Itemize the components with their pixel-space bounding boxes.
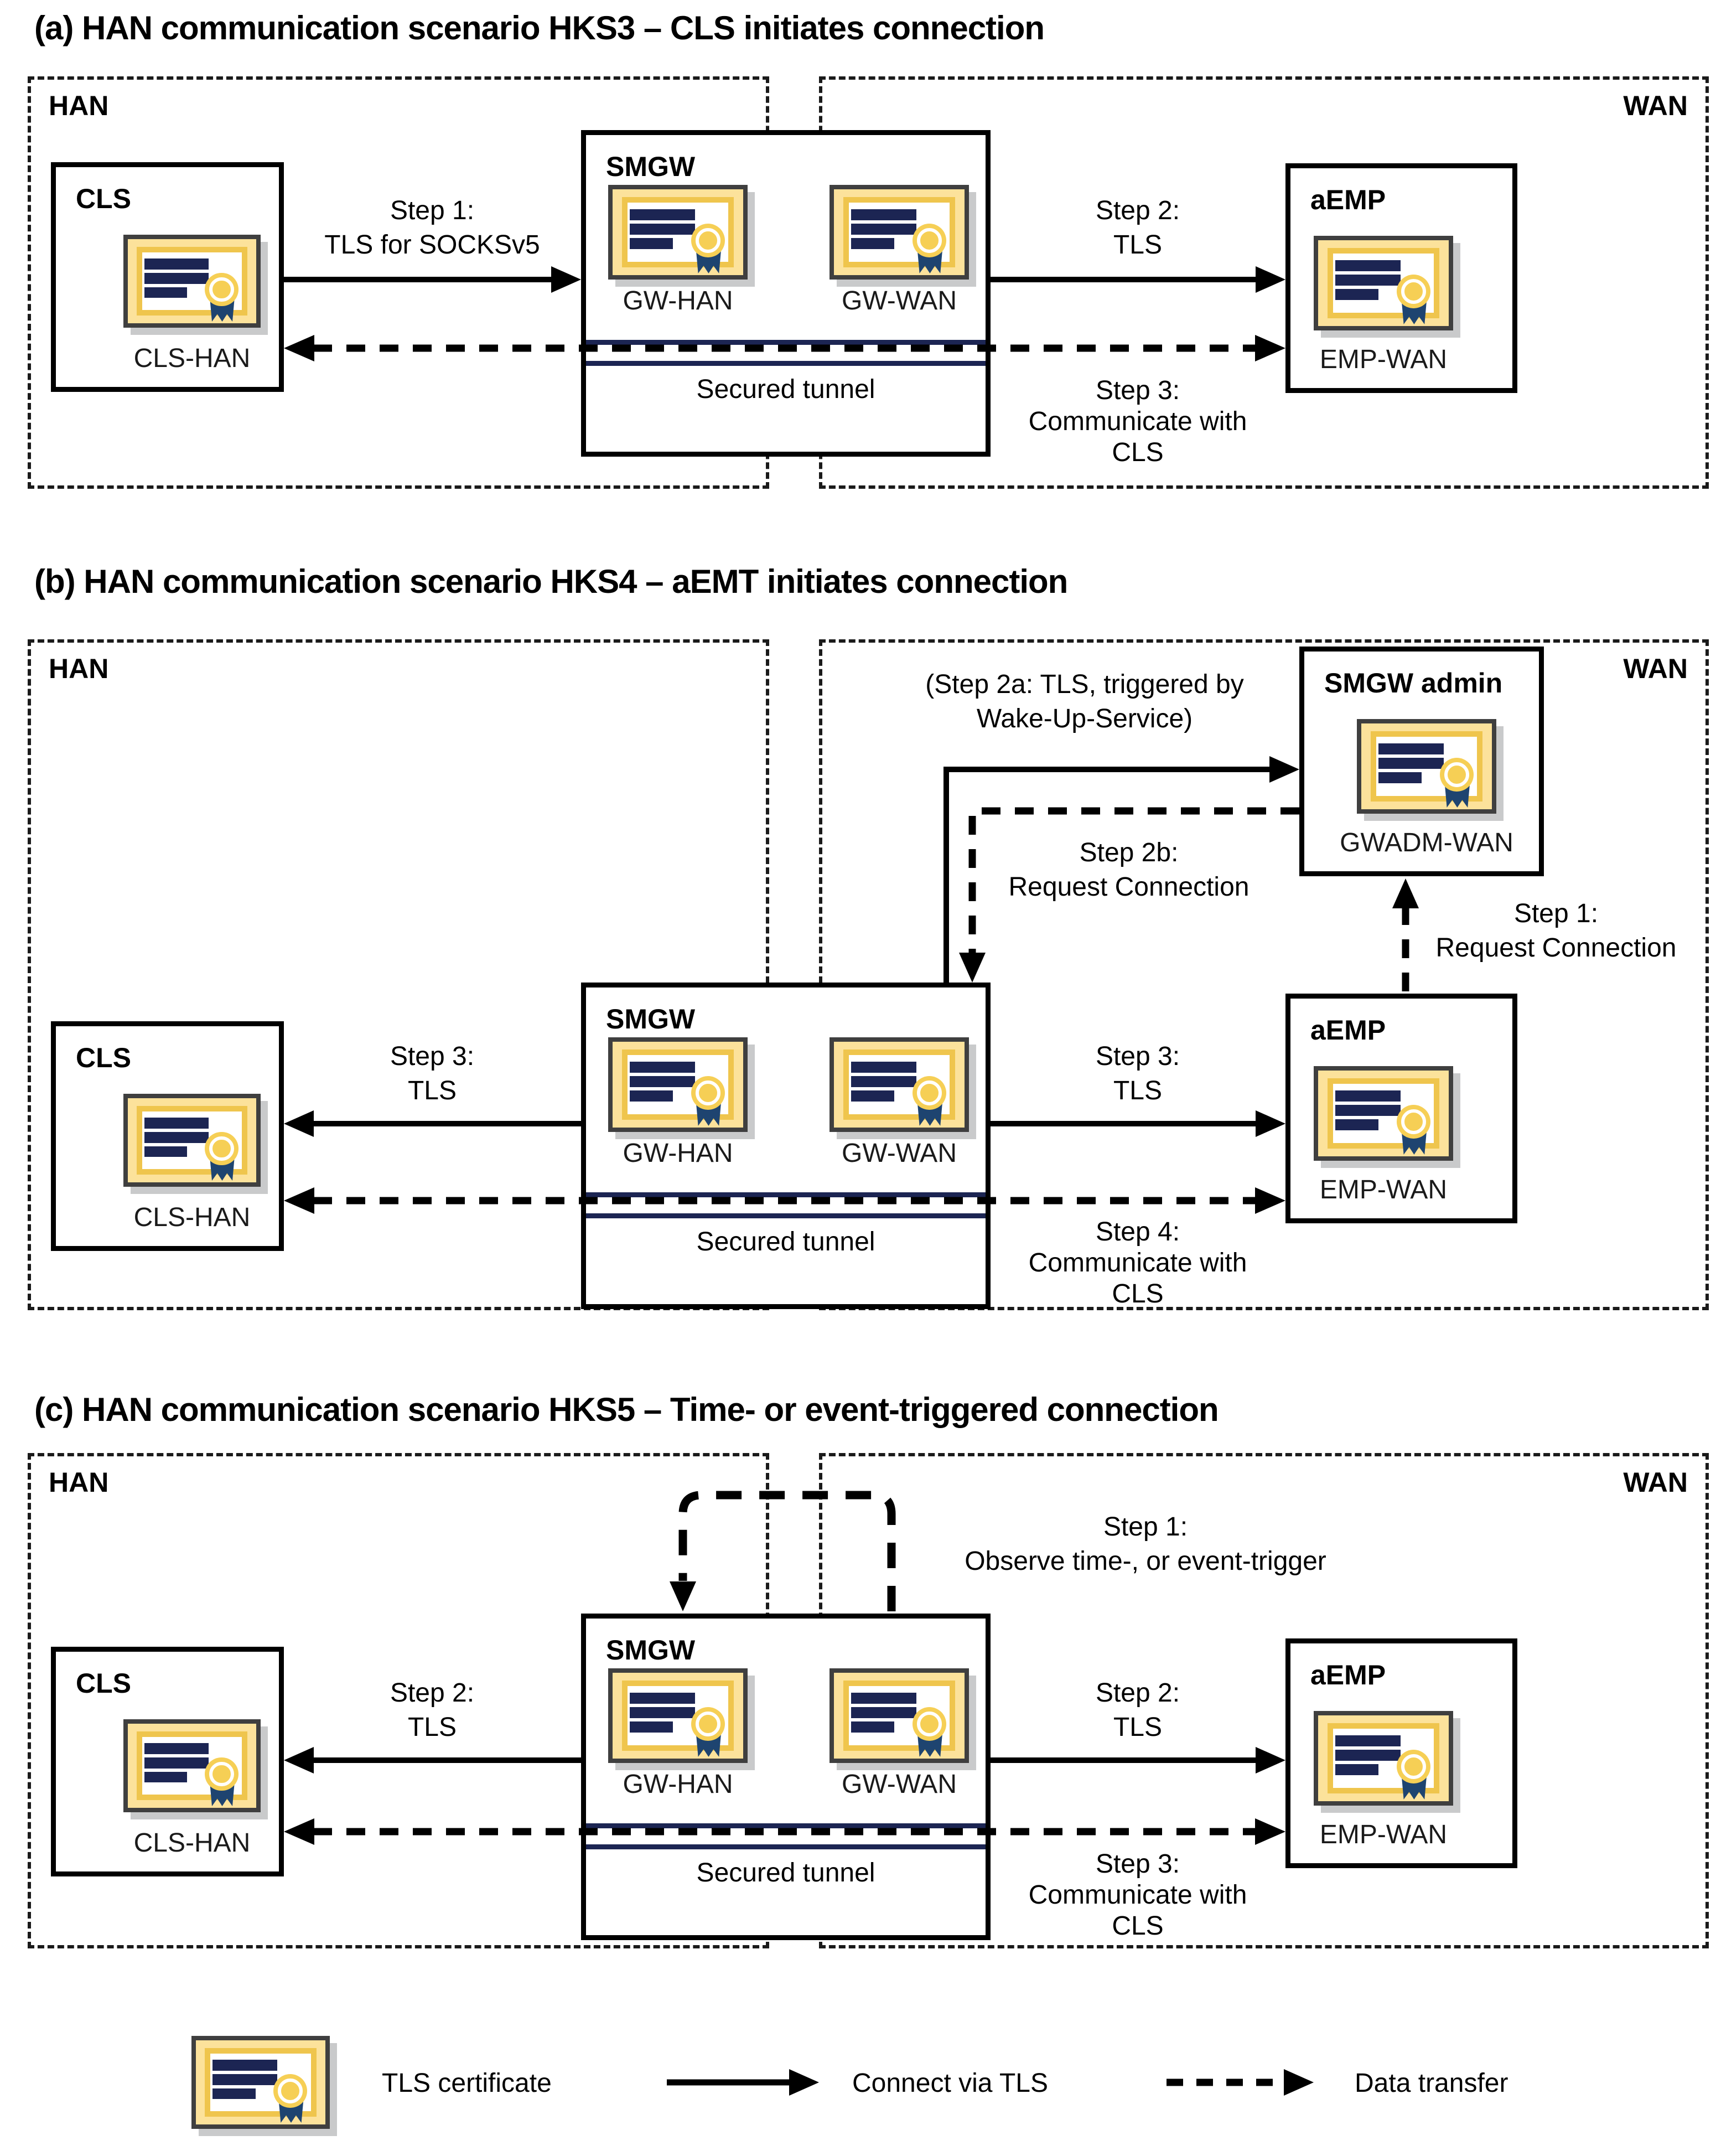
cls-box-title: CLS [76, 1668, 131, 1699]
tls-certificate-icon [608, 1037, 748, 1132]
aemp-box-b: aEMP EMP-WAN [1285, 994, 1517, 1223]
tls-certificate-icon [123, 1094, 261, 1187]
smgw-admin-box-b: SMGW admin GWADM-WAN [1299, 647, 1544, 876]
cert-label: GW-WAN [842, 1770, 957, 1799]
wan-zone-label: WAN [1623, 653, 1688, 684]
tls-certificate-icon [123, 1719, 261, 1812]
cert-label: CLS-HAN [133, 1203, 251, 1232]
cert-label: CLS-HAN [133, 344, 251, 373]
tunnel-line [586, 1823, 986, 1828]
tls-certificate-icon [608, 185, 748, 280]
cls-box-title: CLS [76, 1042, 131, 1073]
tls-certificate-icon [830, 185, 969, 280]
secured-tunnel-label: Secured tunnel [696, 1858, 875, 1888]
cert-label: EMP-WAN [1319, 345, 1448, 374]
cls-box-c: CLS CLS-HAN [51, 1647, 284, 1876]
han-zone-label: HAN [49, 90, 109, 121]
step2-label-a: Step 2:TLS [1095, 196, 1180, 260]
cert-label: CLS-HAN [133, 1828, 251, 1858]
cert-label: GW-WAN [842, 1139, 957, 1168]
han-zone-label: HAN [49, 653, 109, 684]
step2-right-label-c: Step 2:TLS [1095, 1678, 1180, 1742]
cert-label: GWADM-WAN [1340, 828, 1513, 857]
tls-certificate-icon [1314, 1066, 1453, 1161]
wan-zone-label: WAN [1623, 1467, 1688, 1498]
aemp-box-c: aEMP EMP-WAN [1285, 1638, 1517, 1868]
aemp-box-title: aEMP [1310, 1659, 1386, 1690]
legend-solid-arrow-label: Connect via TLS [852, 2069, 1048, 2098]
smgw-box-title: SMGW [606, 1004, 696, 1035]
legend-dashed-arrow-label: Data transfer [1355, 2069, 1508, 2098]
secured-tunnel-label: Secured tunnel [696, 1227, 875, 1257]
cert-label: GW-HAN [623, 1139, 733, 1168]
tls-certificate-icon [608, 1668, 748, 1763]
smgw-box-title: SMGW [606, 151, 696, 182]
step2b-label-b: Step 2b:Request Connection [1008, 838, 1250, 902]
cert-label: GW-WAN [842, 286, 957, 316]
wan-zone-label: WAN [1623, 90, 1688, 121]
cert-label: EMP-WAN [1319, 1175, 1448, 1204]
tunnel-line [586, 1844, 986, 1849]
cls-box-a: CLS CLS-HAN [51, 162, 284, 392]
cert-label: GW-HAN [623, 286, 733, 316]
han-zone-label: HAN [49, 1467, 109, 1498]
tunnel-line [586, 1213, 986, 1218]
cls-box-b: CLS CLS-HAN [51, 1021, 284, 1251]
tls-certificate-icon [1357, 719, 1496, 814]
tunnel-line [586, 1192, 986, 1197]
step2-left-label-c: Step 2:TLS [390, 1678, 475, 1742]
tls-certificate-icon [830, 1037, 969, 1132]
legend-solid-arrow-icon [667, 2069, 819, 2096]
panel-b-title: (b) HAN communication scenario HKS4 – aE… [34, 563, 1068, 600]
tunnel-line [586, 361, 986, 366]
panel-a-title: (a) HAN communication scenario HKS3 – CL… [34, 9, 1045, 46]
han-zone-b: HAN [28, 639, 769, 1310]
step1-label-a: Step 1:TLS for SOCKSv5 [324, 196, 540, 260]
step1-label-c: Step 1:Observe time-, or event-trigger [965, 1512, 1326, 1576]
tls-certificate-icon [1314, 1711, 1453, 1806]
tls-certificate-icon [1314, 236, 1453, 330]
smgw-box-b: SMGW GW-HAN GW-WAN Secured tunnel [581, 983, 991, 1309]
aemp-box-a: aEMP EMP-WAN [1285, 163, 1517, 393]
step3-left-label-b: Step 3:TLS [390, 1042, 475, 1105]
step1-label-b: Step 1:Request Connection [1435, 899, 1677, 963]
legend-tls-certificate-icon [191, 2036, 330, 2129]
legend-dashed-arrow-icon [1167, 2069, 1314, 2096]
cert-label: GW-HAN [623, 1770, 733, 1799]
cert-label: EMP-WAN [1319, 1820, 1448, 1849]
secured-tunnel-label: Secured tunnel [696, 375, 875, 404]
cls-box-title: CLS [76, 183, 131, 214]
smgw-box-c: SMGW GW-HAN GW-WAN Secured tunnel [581, 1614, 991, 1940]
tls-certificate-icon [123, 235, 261, 328]
smgw-box-a: SMGW GW-HAN GW-WAN Secured tunnel [581, 130, 991, 457]
legend-certificate-label: TLS certificate [382, 2069, 552, 2098]
aemp-box-title: aEMP [1310, 184, 1386, 215]
wan-zone-b: WAN [819, 639, 1709, 1310]
step3-right-label-b: Step 3:TLS [1095, 1042, 1180, 1105]
tls-certificate-icon [830, 1668, 969, 1763]
smgw-box-title: SMGW [606, 1635, 696, 1666]
aemp-box-title: aEMP [1310, 1015, 1386, 1046]
panel-c-title: (c) HAN communication scenario HKS5 – Ti… [34, 1391, 1219, 1428]
smgw-admin-box-title: SMGW admin [1324, 668, 1503, 699]
tunnel-line [586, 340, 986, 345]
